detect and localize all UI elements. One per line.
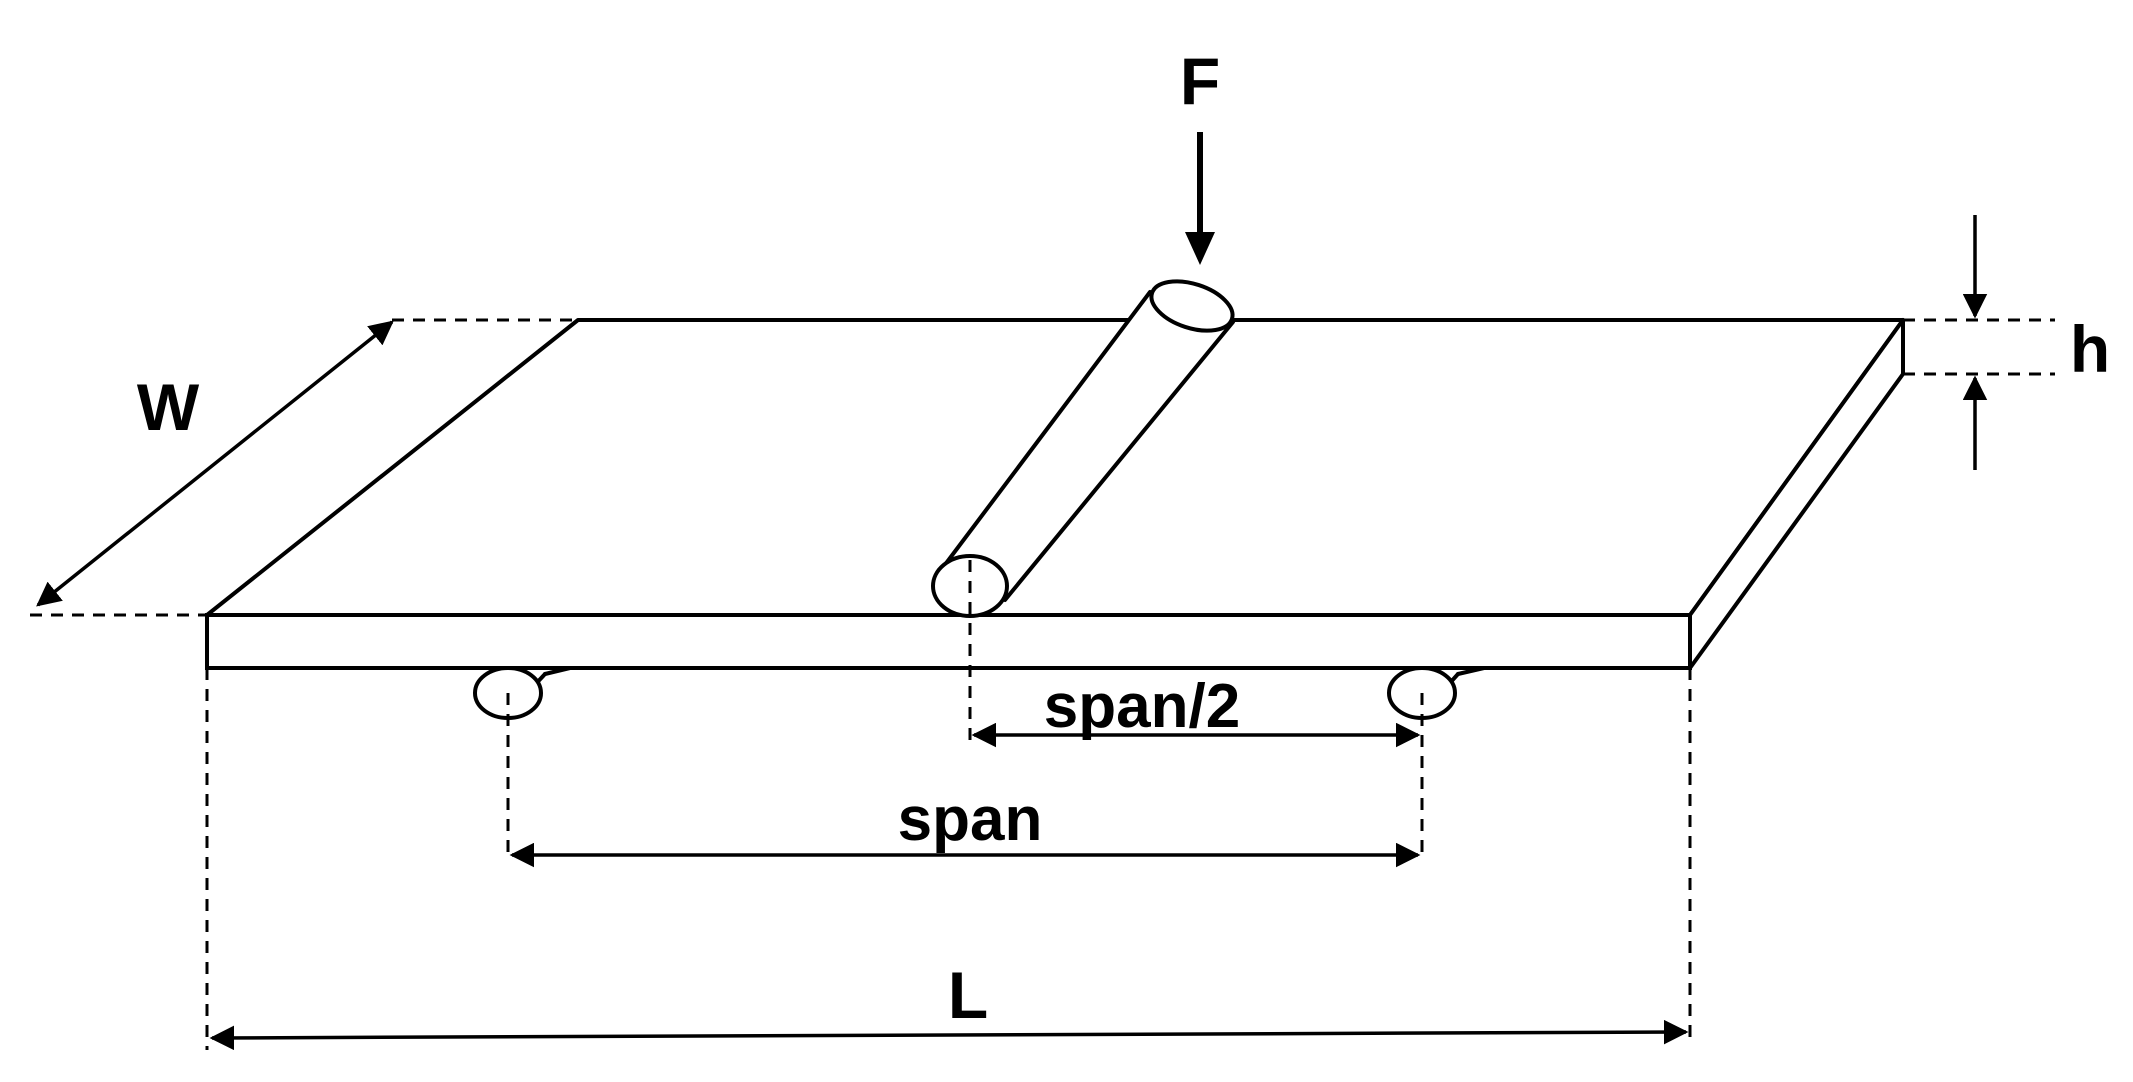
left-support-roller xyxy=(473,666,572,720)
half-span-label: span/2 xyxy=(1044,672,1240,741)
thickness-label: h xyxy=(2070,312,2110,386)
right-support-roller xyxy=(1387,666,1486,720)
width-label: W xyxy=(137,370,200,444)
loading-roller xyxy=(931,279,1235,618)
extension-lines xyxy=(205,560,1692,1050)
thickness-dimension xyxy=(1903,215,2055,470)
span-label: span xyxy=(898,785,1043,854)
force-label: F xyxy=(1180,44,1220,118)
plate-front-face xyxy=(205,613,1692,670)
width-dimension xyxy=(30,318,578,617)
length-label: L xyxy=(948,958,988,1032)
length-dimension xyxy=(209,1019,1689,1051)
force-arrow xyxy=(1185,132,1215,265)
